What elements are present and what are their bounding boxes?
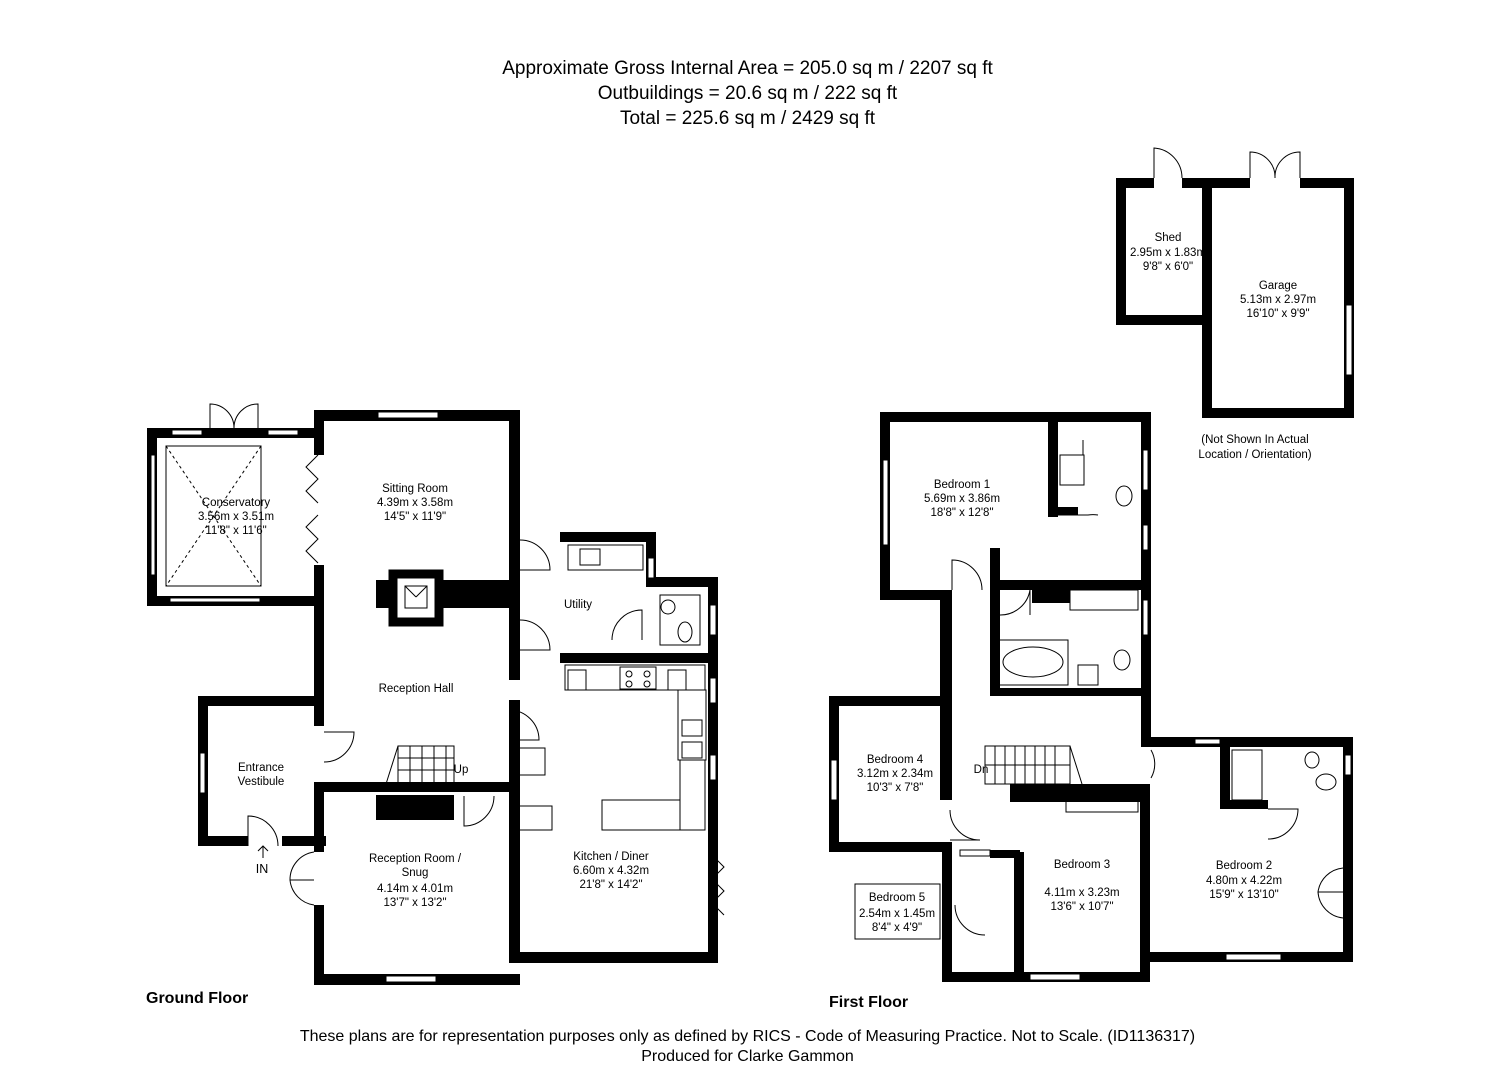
bedroom3-metric: 4.11m x 3.23m — [1044, 887, 1119, 899]
bedroom1-name: Bedroom 1 — [934, 479, 990, 491]
garage-imperial: 16'10" x 9'9" — [1246, 308, 1309, 320]
reception-hall-name: Reception Hall — [379, 683, 454, 695]
entrance-in-label: IN — [256, 862, 269, 876]
produced-for-line: Produced for Clarke Gammon — [641, 1048, 854, 1065]
bedroom4-metric: 3.12m x 2.34m — [857, 768, 933, 780]
area-line-gross: Approximate Gross Internal Area = 205.0 … — [502, 58, 993, 79]
bedroom1-imperial: 18'8" x 12'8" — [930, 507, 993, 519]
bedroom3-imperial: 13'6" x 10'7" — [1050, 901, 1113, 913]
area-line-outbuildings: Outbuildings = 20.6 sq m / 222 sq ft — [597, 83, 898, 104]
bedroom2-imperial: 15'9" x 13'10" — [1209, 889, 1278, 901]
bedroom5-imperial: 8'4" x 4'9" — [872, 922, 922, 934]
garage-name: Garage — [1259, 280, 1297, 292]
ground-floor-plan: Ground Floor — [146, 403, 725, 1007]
disclaimer-line: These plans are for representation purpo… — [299, 1028, 1196, 1045]
conservatory-imperial: 11'8" x 11'6" — [205, 525, 266, 537]
bedroom4-imperial: 10'3" x 7'8" — [867, 782, 924, 794]
conservatory-name: Conservatory — [202, 497, 271, 509]
stairs-up-label: Up — [454, 764, 469, 776]
outbuildings-plan — [1116, 147, 1354, 418]
reception-room — [289, 782, 520, 985]
reception-room-name-line2: Snug — [402, 867, 429, 879]
reception-room-name-line1: Reception Room / — [369, 853, 462, 865]
kitchen-name: Kitchen / Diner — [573, 851, 649, 863]
first-floor-plan: First Floor — [829, 412, 1353, 1011]
entrance-vestibule — [198, 696, 355, 858]
outbuildings-note-line2: Location / Orientation) — [1198, 449, 1311, 461]
first-floor-title: First Floor — [829, 994, 908, 1011]
ground-floor-title: Ground Floor — [146, 990, 248, 1007]
bedroom1-metric: 5.69m x 3.86m — [924, 493, 1000, 505]
area-line-total: Total = 225.6 sq m / 2429 sq ft — [619, 108, 876, 129]
sitting-room-name: Sitting Room — [382, 483, 448, 495]
kitchen-utility — [509, 532, 725, 963]
bedroom2-name: Bedroom 2 — [1216, 860, 1272, 872]
sitting-room-metric: 4.39m x 3.58m — [377, 497, 453, 509]
shed-metric: 2.95m x 1.83m — [1130, 247, 1206, 259]
conservatory — [147, 403, 324, 606]
outbuildings-note-line1: (Not Shown In Actual — [1201, 434, 1308, 446]
bedroom5-name: Bedroom 5 — [869, 892, 925, 904]
conservatory-metric: 3.56m x 3.51m — [198, 511, 274, 523]
utility-name: Utility — [564, 599, 592, 611]
bedroom4-name: Bedroom 4 — [867, 754, 924, 766]
bedroom3-name: Bedroom 3 — [1054, 859, 1110, 871]
room-labels: Conservatory 3.56m x 3.51m 11'8" x 11'6"… — [198, 232, 1316, 934]
reception-room-metric: 4.14m x 4.01m — [377, 883, 453, 895]
entrance-name-line1: Entrance — [238, 762, 284, 774]
shed-name: Shed — [1155, 232, 1182, 244]
ground-main-walls — [305, 410, 520, 962]
bedroom2-metric: 4.80m x 4.22m — [1206, 875, 1282, 887]
kitchen-metric: 6.60m x 4.32m — [573, 865, 649, 877]
shed-imperial: 9'8" x 6'0" — [1143, 261, 1193, 273]
first-floor-walls — [829, 412, 1353, 982]
reception-hall — [314, 709, 540, 792]
reception-room-imperial: 13'7" x 13'2" — [383, 897, 446, 909]
sitting-room-imperial: 14'5" x 11'9" — [384, 511, 446, 523]
garage-metric: 5.13m x 2.97m — [1240, 294, 1316, 306]
bedroom5-metric: 2.54m x 1.45m — [859, 908, 935, 920]
entrance-name-line2: Vestibule — [238, 776, 285, 788]
stairs-down-label: Dn — [974, 764, 989, 776]
kitchen-imperial: 21'8" x 14'2" — [579, 879, 642, 891]
